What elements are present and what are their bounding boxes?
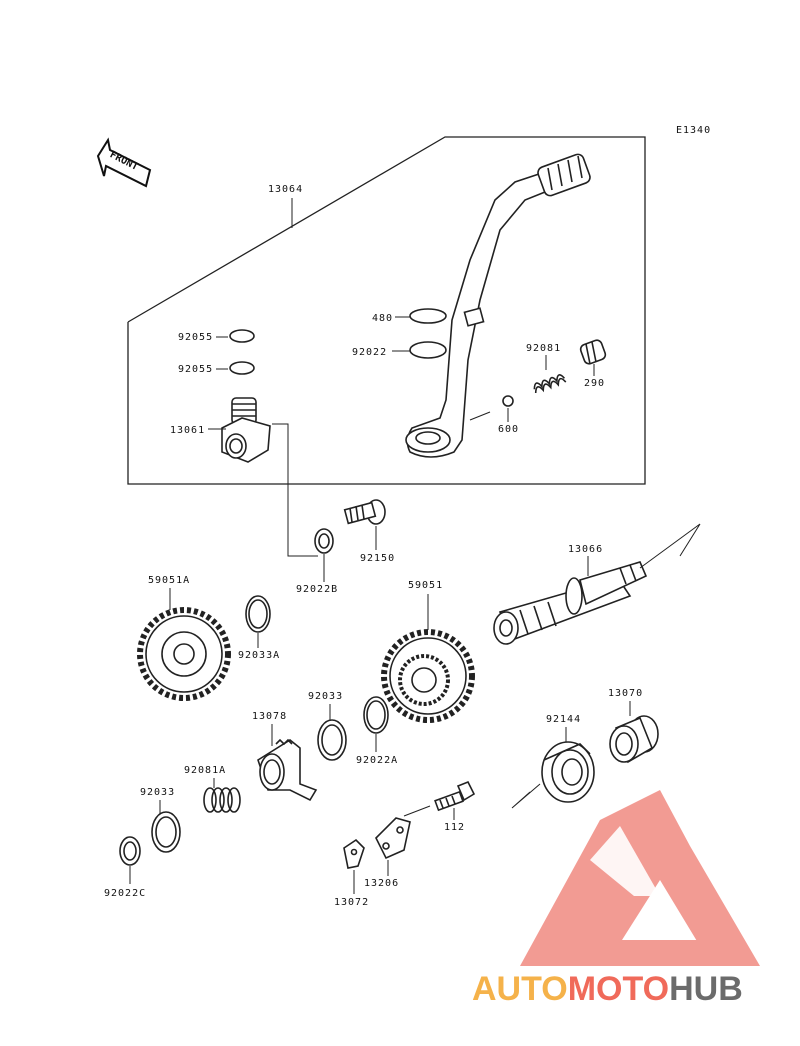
washer-92022C <box>119 836 141 866</box>
label-13078: 13078 <box>252 711 287 722</box>
spring-92081 <box>533 374 567 394</box>
spring-92081A <box>203 787 241 813</box>
washer-92022B <box>314 528 334 554</box>
label-290: 290 <box>584 378 605 389</box>
label-13061: 13061 <box>170 425 205 436</box>
circlip-92033 <box>317 719 347 761</box>
front-arrow-icon: FRONT <box>96 137 152 188</box>
bushing-13070 <box>609 715 659 764</box>
label-600: 600 <box>498 424 519 435</box>
washer-480 <box>409 308 447 324</box>
label-92033: 92033 <box>308 691 343 702</box>
label-112: 112 <box>444 822 465 833</box>
bolt-112 <box>434 780 476 812</box>
label-92150: 92150 <box>360 553 395 564</box>
watermark-text: AUTOMOTOHUB <box>472 970 743 1008</box>
label-92081: 92081 <box>526 343 561 354</box>
kick-shaft-13066 <box>493 561 648 645</box>
washer-92022A <box>363 696 389 734</box>
label-92033-lower: 92033 <box>140 787 175 798</box>
label-13064: 13064 <box>268 184 303 195</box>
washer-92022 <box>409 341 447 359</box>
gear-59051A <box>137 607 231 701</box>
label-92022: 92022 <box>352 347 387 358</box>
label-13070: 13070 <box>608 688 643 699</box>
label-92055-b: 92055 <box>178 364 213 375</box>
stopper-13072 <box>343 838 365 869</box>
label-480: 480 <box>372 313 393 324</box>
ball-600 <box>502 395 514 407</box>
bolt-92150 <box>343 499 386 525</box>
guide-13206 <box>375 817 411 860</box>
diagram-code: E1340 <box>676 125 711 136</box>
gear-59051 <box>381 629 475 723</box>
spring-92144 <box>541 741 595 803</box>
o-ring-92055-top <box>229 329 255 343</box>
label-92055-a: 92055 <box>178 332 213 343</box>
o-ring-92055-bottom <box>229 361 255 375</box>
label-59051: 59051 <box>408 580 443 591</box>
ratchet-13078 <box>257 738 318 802</box>
label-92022B: 92022B <box>296 584 338 595</box>
label-92022A: 92022A <box>356 755 398 766</box>
label-13206: 13206 <box>364 878 399 889</box>
circlip-92033A <box>245 595 271 633</box>
label-92022C: 92022C <box>104 888 146 899</box>
lever-13061 <box>221 397 271 463</box>
kick-pedal-arm <box>405 153 591 458</box>
kick-pedal-assembly-box <box>127 136 646 485</box>
label-13066: 13066 <box>568 544 603 555</box>
label-92144: 92144 <box>546 714 581 725</box>
label-92033A: 92033A <box>238 650 280 661</box>
pin-290 <box>579 339 607 365</box>
automotohub-logo-icon <box>520 790 760 966</box>
circlip-92033-lower <box>151 811 181 853</box>
label-59051A: 59051A <box>148 575 190 586</box>
label-13072: 13072 <box>334 897 369 908</box>
label-92081A: 92081A <box>184 765 226 776</box>
